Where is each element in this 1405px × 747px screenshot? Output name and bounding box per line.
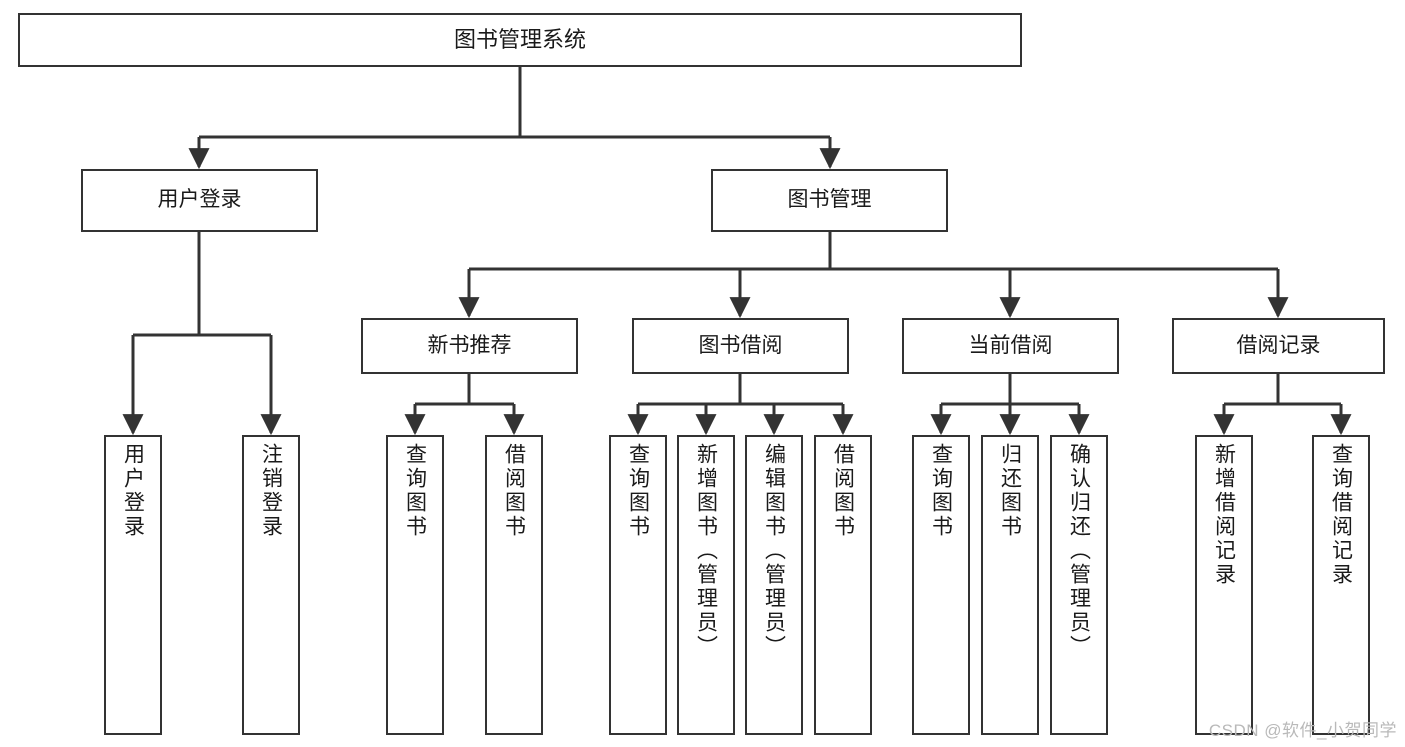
leaf-borrow-book-2[interactable]: 借阅图书	[814, 435, 872, 735]
node-label: 图书管理系统	[453, 27, 586, 53]
node-user-login[interactable]: 用户登录	[81, 169, 318, 232]
leaf-add-book[interactable]: 新增图书（管理员）	[677, 435, 735, 735]
node-label: 查询图书	[929, 443, 953, 539]
node-root-system[interactable]: 图书管理系统	[18, 13, 1022, 67]
node-label: 借阅记录	[1236, 333, 1321, 357]
node-label: 当前借阅	[968, 333, 1053, 357]
node-label: 新书推荐	[427, 333, 512, 357]
leaf-query-book-2[interactable]: 查询图书	[609, 435, 667, 735]
leaf-logout-login[interactable]: 注销登录	[242, 435, 300, 735]
node-label: 查询图书	[403, 443, 427, 539]
node-borrow-record[interactable]: 借阅记录	[1172, 318, 1385, 374]
node-label: 图书管理	[787, 188, 872, 212]
node-label: 图书借阅	[698, 333, 783, 357]
leaf-return-book[interactable]: 归还图书	[981, 435, 1039, 735]
node-label: 查询借阅记录	[1329, 443, 1353, 587]
node-label: 新增借阅记录	[1212, 443, 1236, 587]
leaf-borrow-book-1[interactable]: 借阅图书	[485, 435, 543, 735]
csdn-watermark: CSDN @软件_小贺同学	[1208, 721, 1397, 740]
node-current-borrow[interactable]: 当前借阅	[902, 318, 1119, 374]
leaf-confirm-return[interactable]: 确认归还（管理员）	[1050, 435, 1108, 735]
node-book-manage[interactable]: 图书管理	[711, 169, 948, 232]
node-book-borrow[interactable]: 图书借阅	[632, 318, 849, 374]
node-label: 用户登录	[121, 443, 145, 539]
leaf-query-record[interactable]: 查询借阅记录	[1312, 435, 1370, 735]
node-label: 编辑图书（管理员）	[762, 443, 786, 659]
node-label: 新增图书（管理员）	[694, 443, 718, 659]
node-label: 查询图书	[626, 443, 650, 539]
leaf-user-login[interactable]: 用户登录	[104, 435, 162, 735]
node-new-book-recommend[interactable]: 新书推荐	[361, 318, 578, 374]
leaf-edit-book[interactable]: 编辑图书（管理员）	[745, 435, 803, 735]
leaf-query-book-1[interactable]: 查询图书	[386, 435, 444, 735]
node-label: 用户登录	[157, 188, 242, 212]
node-label: 借阅图书	[502, 443, 526, 539]
node-label: 确认归还（管理员）	[1067, 443, 1091, 659]
node-label: 注销登录	[259, 443, 283, 539]
leaf-add-record[interactable]: 新增借阅记录	[1195, 435, 1253, 735]
leaf-query-book-3[interactable]: 查询图书	[912, 435, 970, 735]
node-label: 归还图书	[998, 443, 1022, 539]
node-label: 借阅图书	[831, 443, 855, 539]
